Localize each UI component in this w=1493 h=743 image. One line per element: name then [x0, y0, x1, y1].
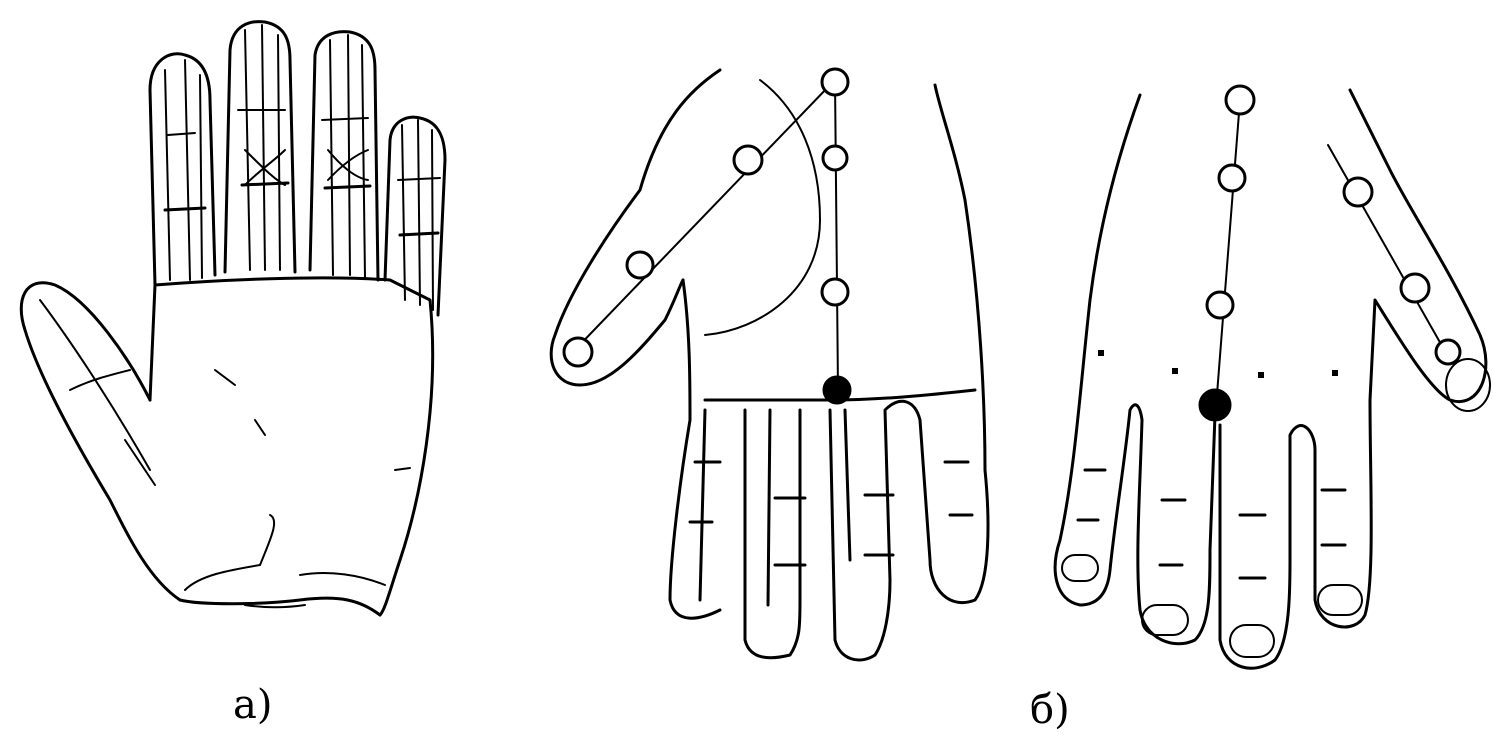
right-back-hand-outline — [1055, 90, 1490, 668]
acupoint-marker — [1436, 340, 1460, 364]
caption-figure-a: а) — [233, 685, 272, 725]
acupoint-marker — [1219, 165, 1245, 191]
acupoint-marker-filled — [824, 377, 850, 403]
fingernail — [1062, 555, 1098, 581]
acupoint-marker — [1226, 86, 1254, 114]
acupoint-marker-filled — [1200, 390, 1230, 420]
acupoint-marker — [564, 338, 592, 366]
acupoint-marker — [822, 279, 848, 305]
acupoint-marker — [1401, 274, 1429, 302]
acupoint-marker — [734, 146, 762, 174]
acupoint-marker — [1344, 178, 1372, 206]
fingernail — [1230, 625, 1274, 657]
caption-figure-b: б) — [1030, 690, 1070, 730]
acupoint-marker — [823, 146, 847, 170]
acupoint-marker — [822, 69, 848, 95]
fingernail — [1318, 585, 1362, 615]
fingernail — [1446, 359, 1490, 411]
left-back-hand-outline — [551, 70, 988, 660]
acupoint-marker — [1207, 292, 1233, 318]
acupoint-marker — [627, 252, 653, 278]
